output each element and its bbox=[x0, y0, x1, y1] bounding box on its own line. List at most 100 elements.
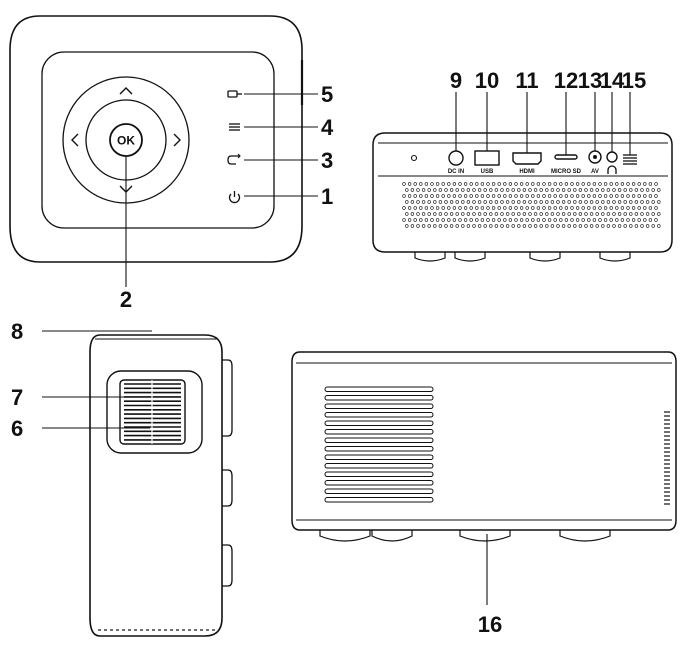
vent-hole bbox=[643, 206, 647, 210]
vent-hole bbox=[447, 182, 451, 186]
side-view: 8 7 6 bbox=[11, 319, 233, 637]
vent-hole bbox=[486, 206, 490, 210]
vent-hole bbox=[615, 194, 619, 198]
vent-hole bbox=[508, 206, 513, 210]
vent-hole bbox=[629, 212, 633, 216]
vent-slot bbox=[324, 454, 434, 460]
vent-hole bbox=[407, 194, 412, 198]
vent-hole bbox=[410, 212, 415, 216]
vent-hole bbox=[559, 182, 563, 186]
vent-hole bbox=[637, 206, 641, 210]
vent-hole bbox=[589, 188, 594, 192]
vent-hole bbox=[545, 212, 549, 216]
vent-slot bbox=[324, 403, 434, 409]
vent-hole bbox=[553, 218, 557, 222]
vent-hole bbox=[438, 200, 443, 204]
vent-hole bbox=[587, 218, 591, 222]
vent-hole bbox=[503, 218, 507, 222]
micro-sd-slot[interactable]: MICRO SD bbox=[551, 154, 582, 175]
vent-hole bbox=[640, 224, 644, 228]
vent-hole bbox=[421, 224, 426, 228]
vent-hole bbox=[458, 182, 462, 186]
vent-hole bbox=[463, 182, 468, 186]
usb-port[interactable]: USB bbox=[474, 150, 500, 175]
vent-hole bbox=[584, 224, 588, 228]
vent-hole bbox=[651, 224, 655, 228]
vent-hole bbox=[525, 194, 529, 198]
vent-hole bbox=[626, 218, 630, 222]
vent-hole bbox=[595, 188, 599, 192]
vent-hole bbox=[522, 200, 527, 204]
vent-hole bbox=[519, 182, 524, 186]
headphone-port[interactable] bbox=[606, 151, 618, 174]
tripod-mount[interactable] bbox=[459, 530, 511, 542]
vent-hole bbox=[620, 206, 625, 210]
vent-hole bbox=[556, 224, 560, 228]
hdmi-port[interactable]: HDMI bbox=[512, 152, 542, 175]
vent-hole bbox=[435, 218, 440, 222]
vent-hole bbox=[578, 224, 583, 228]
vent-hole bbox=[547, 194, 552, 198]
vent-hole bbox=[519, 218, 524, 222]
vent-hole bbox=[416, 200, 420, 204]
vent-hole bbox=[592, 218, 597, 222]
vent-hole bbox=[424, 182, 429, 186]
vent-hole bbox=[547, 218, 552, 222]
vent-hole bbox=[570, 194, 574, 198]
up-arrow-icon[interactable] bbox=[119, 87, 133, 95]
power-icon[interactable] bbox=[228, 191, 241, 204]
left-arrow-icon[interactable] bbox=[71, 133, 79, 147]
vent-hole bbox=[603, 206, 608, 210]
headphone-icon bbox=[607, 165, 617, 174]
vent-hole bbox=[528, 212, 532, 216]
vent-hole bbox=[657, 212, 661, 216]
vent-slot bbox=[324, 471, 434, 477]
vent-hole bbox=[480, 182, 485, 186]
vent-hole bbox=[623, 212, 627, 216]
vent-hole bbox=[503, 182, 507, 186]
vent-hole bbox=[407, 182, 412, 186]
vent-hole bbox=[430, 182, 434, 186]
vent-hole bbox=[542, 206, 546, 210]
vent-hole bbox=[433, 200, 437, 204]
vent-hole bbox=[606, 188, 611, 192]
vent-hole bbox=[553, 194, 557, 198]
vent-hole bbox=[637, 218, 641, 222]
vent-hole bbox=[410, 224, 415, 228]
vent-hole bbox=[402, 206, 406, 210]
vent-hole bbox=[573, 188, 577, 192]
vent-hole bbox=[564, 182, 569, 186]
vent-hole bbox=[589, 200, 594, 204]
vent-hole bbox=[643, 182, 647, 186]
vent-hole bbox=[469, 206, 473, 210]
vent-hole bbox=[444, 212, 448, 216]
vent-hole bbox=[575, 206, 580, 210]
vent-hole bbox=[449, 188, 454, 192]
vent-hole bbox=[631, 206, 636, 210]
vent-hole bbox=[466, 188, 471, 192]
av-port[interactable]: AV bbox=[588, 150, 602, 175]
return-icon[interactable] bbox=[227, 153, 241, 165]
dc-in-label: DC IN bbox=[448, 169, 464, 175]
vent-hole bbox=[531, 194, 535, 198]
vent-hole bbox=[531, 206, 535, 210]
vent-hole bbox=[447, 194, 451, 198]
vent-hole bbox=[494, 212, 499, 216]
vent-slot bbox=[324, 437, 434, 443]
menu-icon[interactable] bbox=[229, 123, 240, 131]
right-arrow-icon[interactable] bbox=[173, 133, 181, 147]
dc-in-port[interactable]: DC IN bbox=[448, 150, 464, 175]
vent-hole bbox=[438, 188, 443, 192]
vent-slot bbox=[324, 429, 434, 435]
vent-hole bbox=[466, 212, 471, 216]
vent-hole bbox=[648, 194, 653, 198]
vent-hole bbox=[430, 218, 434, 222]
vent-hole bbox=[581, 218, 585, 222]
vent-hole bbox=[519, 206, 524, 210]
vent-hole bbox=[419, 194, 423, 198]
vent-hole bbox=[654, 218, 658, 222]
source-icon[interactable] bbox=[227, 90, 242, 98]
vent-hole bbox=[617, 224, 622, 228]
vent-hole bbox=[654, 194, 658, 198]
